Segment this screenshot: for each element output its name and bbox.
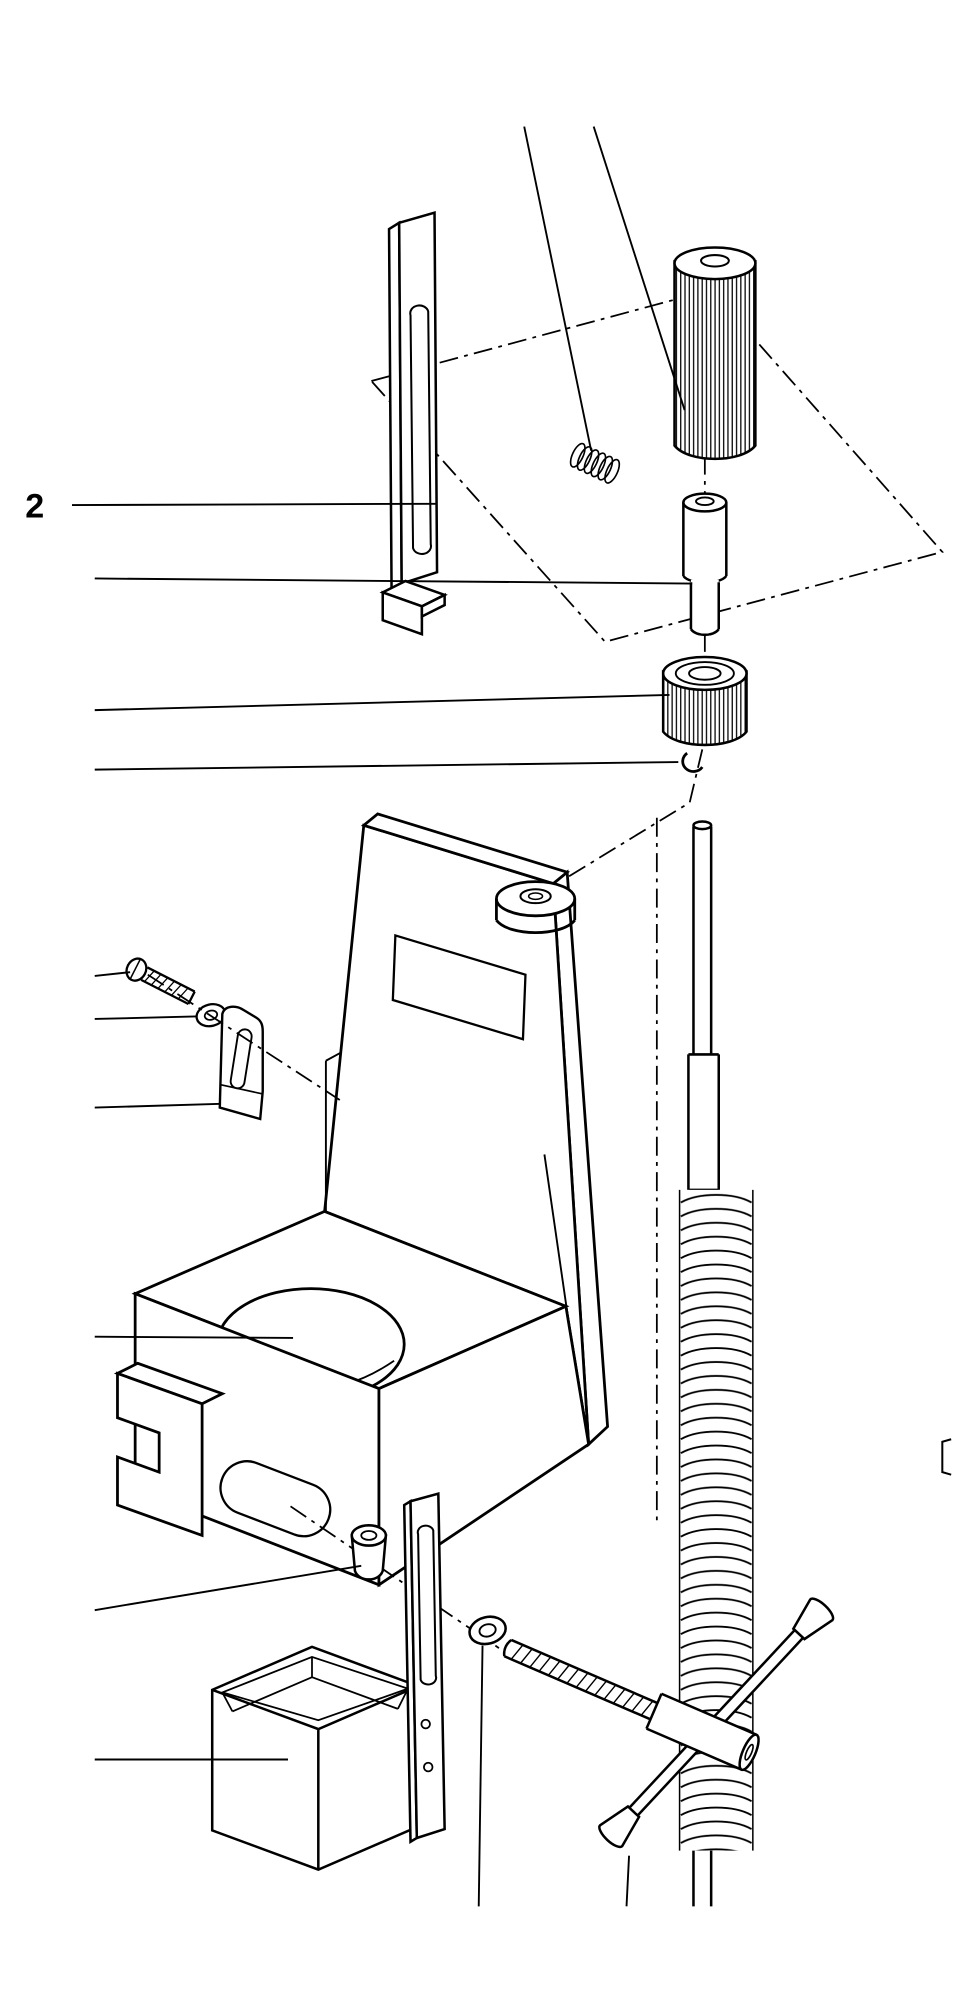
bar1-foot-front [381,590,424,636]
construction-centerlines [369,288,944,1526]
centerline-nut-to-boss [540,749,704,895]
flat-washer [468,1615,507,1646]
slotted-depth-bar [402,1492,446,1844]
knob-top-hole [700,254,730,268]
leader-keeper-plate [94,1102,222,1109]
leader-bore [94,1335,294,1339]
bar2-hole-2 [423,1761,434,1773]
handle-knob-upper [791,1597,835,1641]
leader-lock-nut [94,693,670,712]
rod-sides [692,826,713,1055]
screw-shank-fill [141,967,195,1004]
washer-outer [468,1615,507,1646]
keeper-slot [229,1028,253,1090]
pin-upper-fill [683,502,727,583]
bar1-slot [409,304,433,556]
boss-body [495,898,577,934]
rod-lower-sides [692,1850,713,1907]
construction-plane [369,288,944,643]
clamp-jaw [116,1371,204,1538]
nut-ring [674,661,735,686]
box-front-edges [211,1684,419,1870]
leader-bottom-washer [477,1645,484,1907]
rod-lower-fill [693,1850,712,1907]
spring-turn [597,455,614,481]
sleeve-fill [688,1054,719,1190]
knob-top [673,246,757,281]
leader-bottom-knob [625,1855,630,1907]
bar2-hole-1 [420,1718,431,1730]
leader-lines [71,126,693,1907]
centerline-screw [147,973,341,1101]
leader-spacer-bushing [94,1564,362,1612]
spacer-bushing [350,1524,388,1581]
plate-left-rail [324,1052,341,1212]
screw-body-end [738,1733,760,1772]
nut-hole [688,666,722,681]
leader-small-washer [94,1015,196,1020]
leader-top-spring [523,126,593,451]
mounting-bracket [113,812,610,1588]
boss-hole-inner [527,892,544,901]
column-rod-with-coil-spring [678,820,754,1907]
screw-body-fill [646,1693,757,1770]
callout-label-2: 2 [25,488,44,526]
spring-turn [590,452,607,478]
edge-mark [941,1438,952,1476]
spring-coils [679,1189,753,1851]
small-coil-spring [569,442,621,484]
retaining-clip [681,752,704,773]
knob-knurled-body [673,259,757,461]
bushing-hole [360,1530,378,1541]
sheet-metal-box-bracket [210,1645,420,1871]
leader-clip [94,761,679,771]
bar2-slot [416,1524,438,1686]
boss-hole [519,888,552,905]
pin-top [682,492,728,513]
spring-turn [583,449,600,475]
screw-body-outline [645,1692,758,1771]
bushing-body [350,1534,388,1581]
plate-recess [391,933,527,1041]
screw-head-slot [129,959,141,979]
box-interior [221,1656,409,1713]
keeper-bend-line [220,1084,262,1095]
slotted-slide-bar [379,210,448,636]
plate-top-face [360,812,571,886]
bar1-foot-side [420,592,446,619]
washer-inner [478,1623,497,1638]
centerline-clamp-screw [290,1505,500,1649]
rod-top [692,820,713,831]
pin-lower-outline [689,582,720,637]
bushing-top [350,1524,388,1547]
pin-top-hole [695,496,715,507]
spring-turn [569,442,586,468]
leader-screw [94,971,131,977]
knurled-lock-nut [661,655,748,747]
screw-body-end-hole [744,1743,754,1761]
base-oval-slot [219,1460,332,1538]
knurled-knob [673,246,757,461]
t-handle-clamp-screw [502,1638,760,1772]
shaft-fill [504,1639,658,1720]
leader-bushing-pin [94,577,693,585]
handle-knob-lower [598,1804,641,1849]
shaft-outline [502,1638,658,1721]
leader-top-knob [592,126,686,411]
rod-body-fill [693,825,712,1056]
pin-lower-fill [690,579,719,635]
leader-part2 [71,502,436,507]
slotted-keeper-plate [218,1005,264,1121]
stepped-bushing-pin [682,492,728,637]
sleeve-outline [687,1053,720,1192]
small-washer-inner [203,1009,219,1021]
box-silhouette [210,1645,420,1871]
spring-turn [604,458,621,484]
shaft-threads [510,1644,654,1716]
